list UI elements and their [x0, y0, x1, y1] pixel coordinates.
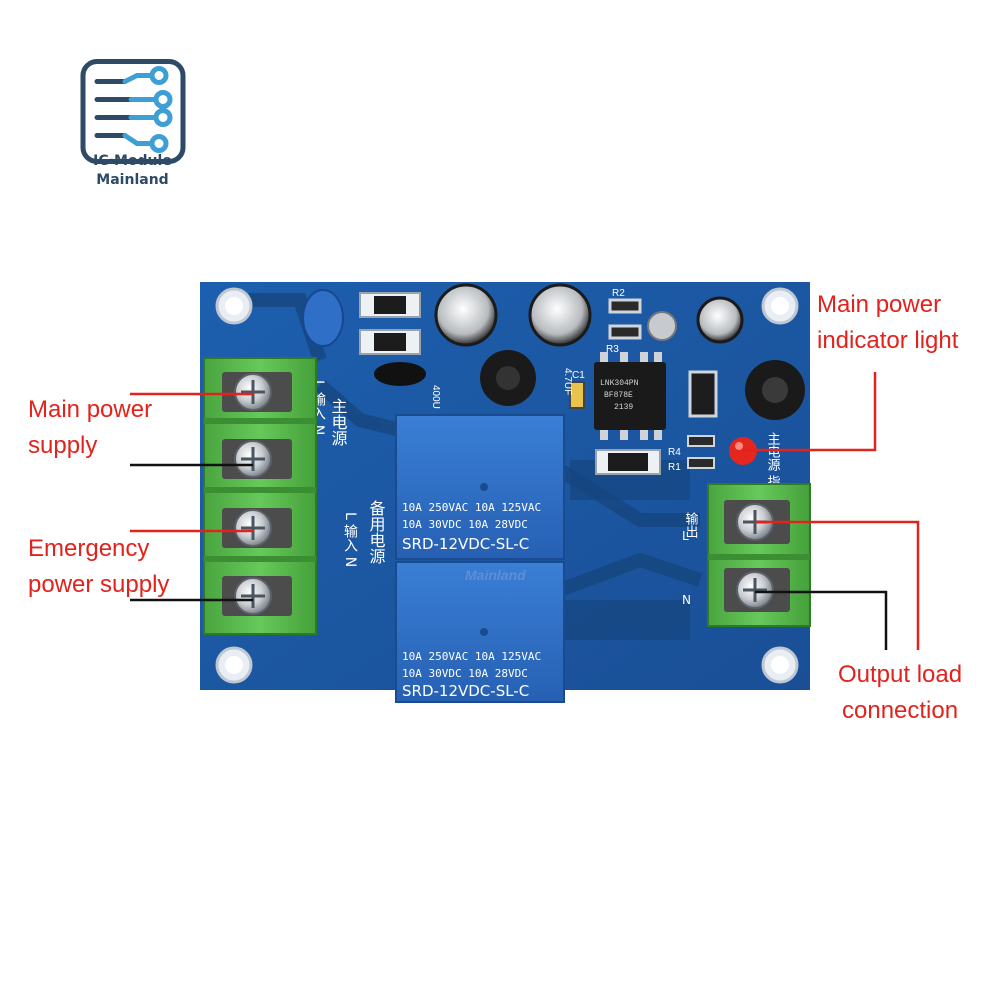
- input-main-label: 主电源: [329, 398, 348, 447]
- output-terminal-block: [707, 483, 811, 627]
- resistor-label-r4: R4: [668, 447, 681, 458]
- input-terminal-block: [203, 357, 317, 635]
- relay-top-model: SRD-12VDC-SL-C: [402, 535, 529, 553]
- capacitor-label-c1: C1: [572, 370, 585, 381]
- chip-text-3: 2139: [614, 403, 633, 412]
- annotation-main-power-line2: supply: [28, 432, 98, 459]
- brand-name-line2: Mainland: [96, 172, 169, 188]
- input-backup-label: 备用电源: [367, 500, 386, 565]
- output-terminal-n: N: [682, 593, 691, 607]
- input-backup-sub: L 输入 N: [342, 512, 358, 567]
- resistor-label-r3: R3: [606, 344, 619, 355]
- watermark-text: Mainland: [465, 567, 526, 583]
- annotation-main-power-supply: Main power supply: [28, 392, 152, 464]
- relay-bottom-rating-1: 10A 250VAC 10A 125VAC: [402, 650, 541, 663]
- relay-bottom: [395, 561, 565, 703]
- brand-name-line1: IC·Module: [93, 153, 172, 169]
- annotation-leader-lines: [130, 372, 920, 650]
- annotation-indicator-line1: Main power: [817, 291, 942, 318]
- relay-top: [395, 414, 565, 560]
- relay-top-rating-1: 10A 250VAC 10A 125VAC: [402, 501, 541, 514]
- output-terminal-l: L: [682, 529, 689, 543]
- annotation-output-line1: Output load: [838, 661, 963, 688]
- resistor-label-r1: R1: [668, 462, 681, 473]
- relay-bottom-model: SRD-12VDC-SL-C: [402, 682, 529, 700]
- cap-label-1: 400U: [430, 385, 441, 409]
- brand-logo-icon: [80, 59, 186, 164]
- annotation-indicator-line2: indicator light: [817, 327, 959, 354]
- output-label: 输出: [683, 511, 699, 538]
- chip-text-1: LNK304PN: [600, 379, 639, 388]
- annotation-main-power-indicator: Main power indicator light: [817, 287, 958, 359]
- chip-text-2: BF878E: [604, 391, 633, 400]
- annotation-output-load: Output load connection: [838, 657, 962, 729]
- top-components: [302, 283, 805, 475]
- cap-label-2: 4.7UF: [562, 368, 573, 395]
- annotation-emergency-line2: power supply: [28, 571, 170, 598]
- resistor-label-r2: R2: [612, 288, 625, 299]
- annotation-emergency-line1: Emergency: [28, 535, 150, 562]
- relay-bottom-rating-2: 10A 30VDC 10A 28VDC: [402, 667, 528, 680]
- relay-top-rating-2: 10A 30VDC 10A 28VDC: [402, 518, 528, 531]
- mounting-holes: [215, 287, 799, 684]
- annotation-main-power-line1: Main power: [28, 396, 153, 423]
- annotation-output-line2: connection: [842, 697, 959, 724]
- annotation-emergency-power-supply: Emergency power supply: [28, 531, 169, 603]
